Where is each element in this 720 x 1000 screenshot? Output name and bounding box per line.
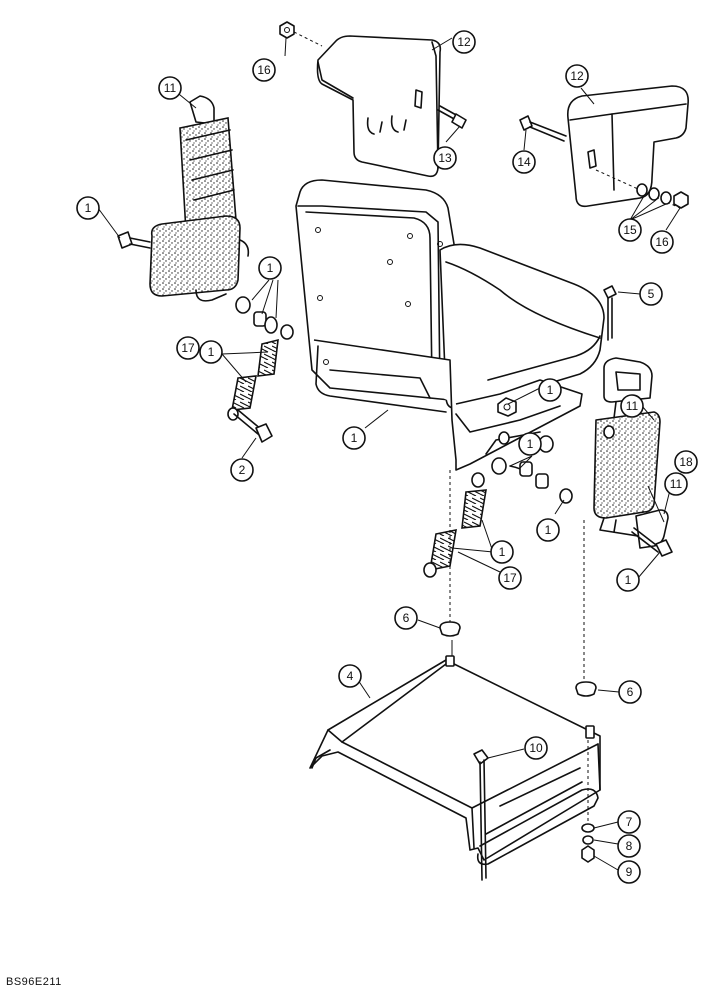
svg-text:14: 14 xyxy=(517,155,531,169)
spring-bolt xyxy=(233,409,273,443)
svg-text:1: 1 xyxy=(547,383,554,397)
callout-1-retractor-bolt: 1 xyxy=(76,196,100,220)
left-seat-belt-retractor xyxy=(149,95,250,302)
svg-text:11: 11 xyxy=(626,399,639,413)
svg-text:18: 18 xyxy=(679,455,693,469)
svg-text:13: 13 xyxy=(438,151,452,165)
callout-12-left: 12 xyxy=(452,30,476,54)
callout-1-pivot-nut: 1 xyxy=(538,378,562,402)
svg-text:17: 17 xyxy=(503,571,517,585)
callout-10: 10 xyxy=(524,736,548,760)
svg-text:8: 8 xyxy=(626,839,633,853)
callout-4: 4 xyxy=(338,664,362,688)
callout-14: 14 xyxy=(512,150,536,174)
callout-11-left: 11 xyxy=(158,76,182,100)
plate-lockwasher xyxy=(582,835,594,845)
svg-text:1: 1 xyxy=(499,545,506,559)
callout-1-anchor-bolt: 1 xyxy=(616,568,640,592)
seat-pivot-bushing xyxy=(491,457,549,489)
svg-text:6: 6 xyxy=(403,611,410,625)
callout-5: 5 xyxy=(639,282,663,306)
seat-mount-bolt xyxy=(603,285,617,341)
svg-text:17: 17 xyxy=(181,341,195,355)
svg-text:2: 2 xyxy=(239,463,246,477)
left-armrest xyxy=(316,35,442,178)
callout-17-right: 17 xyxy=(498,566,522,590)
armrest-bolt-right xyxy=(519,115,567,142)
right-armrest xyxy=(566,85,689,208)
seat-base-frame xyxy=(313,339,583,473)
plate-nut xyxy=(581,845,595,863)
callout-1-washer: 1 xyxy=(536,518,560,542)
callout-18: 18 xyxy=(674,450,698,474)
seat-mounting-plate xyxy=(309,640,601,866)
svg-text:11: 11 xyxy=(670,477,683,491)
seat-spring-left xyxy=(227,338,279,421)
armrest-bolt-left xyxy=(437,105,467,129)
svg-text:1: 1 xyxy=(267,261,274,275)
callout-9: 9 xyxy=(617,860,641,884)
svg-text:15: 15 xyxy=(623,223,637,237)
callout-1-left-spring: 1 xyxy=(199,340,223,364)
callout-1-retractor-washers: 1 xyxy=(258,256,282,280)
svg-text:1: 1 xyxy=(527,437,534,451)
belt-anchor-bolt xyxy=(559,488,673,557)
right-seat-belt-retractor xyxy=(593,411,661,537)
callout-1-seat: 1 xyxy=(342,426,366,450)
svg-text:12: 12 xyxy=(570,69,584,83)
svg-text:6: 6 xyxy=(627,685,634,699)
svg-text:1: 1 xyxy=(85,201,92,215)
callout-15: 15 xyxy=(618,218,642,242)
svg-text:4: 4 xyxy=(347,669,354,683)
rubber-isolator-right xyxy=(575,520,597,697)
svg-text:10: 10 xyxy=(529,741,543,755)
rubber-isolator-left xyxy=(439,470,461,637)
svg-text:1: 1 xyxy=(351,431,358,445)
svg-text:16: 16 xyxy=(655,235,669,249)
callout-11-right-plate: 11 xyxy=(664,472,688,496)
callout-1-right-spring: 1 xyxy=(490,540,514,564)
svg-text:11: 11 xyxy=(164,81,177,95)
callout-12-right: 12 xyxy=(565,64,589,88)
callout-13: 13 xyxy=(433,146,457,170)
retractor-washers-left xyxy=(235,296,294,340)
callout-6-left: 6 xyxy=(394,606,418,630)
seat-spring-right xyxy=(423,472,487,578)
figure-code: BS96E211 xyxy=(6,976,62,988)
svg-text:1: 1 xyxy=(545,523,552,537)
svg-text:1: 1 xyxy=(208,345,215,359)
svg-text:16: 16 xyxy=(257,63,271,77)
svg-text:1: 1 xyxy=(625,573,632,587)
callout-7: 7 xyxy=(617,810,641,834)
callout-16-right: 16 xyxy=(650,230,674,254)
svg-text:12: 12 xyxy=(457,35,471,49)
callout-2: 2 xyxy=(230,458,254,482)
svg-text:7: 7 xyxy=(626,815,633,829)
svg-text:5: 5 xyxy=(648,287,655,301)
callout-1-bushing: 1 xyxy=(518,432,542,456)
callout-leaders xyxy=(97,37,681,871)
seat-cushion xyxy=(439,243,605,409)
callout-11-right-buckle: 11 xyxy=(620,394,644,418)
armrest-nut-left xyxy=(279,21,323,47)
callout-16-left: 16 xyxy=(252,58,276,82)
callout-8: 8 xyxy=(617,834,641,858)
svg-text:9: 9 xyxy=(626,865,633,879)
callout-6-right: 6 xyxy=(618,680,642,704)
retractor-bolt-left xyxy=(117,231,151,249)
callout-17-left: 17 xyxy=(176,336,200,360)
